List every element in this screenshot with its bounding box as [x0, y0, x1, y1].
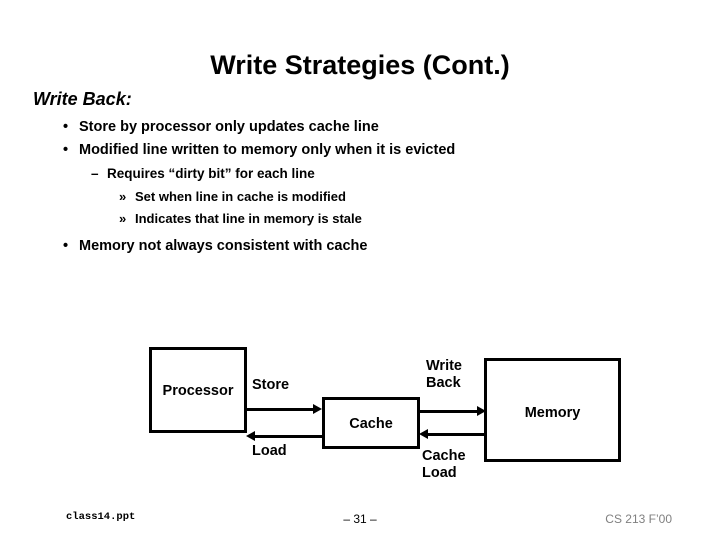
- bullet-marker-icon: •: [63, 142, 69, 158]
- dash-marker-icon: –: [91, 166, 99, 181]
- page-title: Write Strategies (Cont.): [210, 50, 510, 80]
- list-item: • Store by processor only updates cache …: [33, 118, 673, 137]
- load-arrow-head-icon: [246, 431, 255, 441]
- bullet-marker-icon: •: [63, 119, 69, 135]
- cache-load-arrow-head-icon: [419, 429, 428, 439]
- footer-page-number: – 31 –: [343, 512, 377, 526]
- write-back-arrow-head-icon: [477, 406, 486, 416]
- bullet-marker-icon: •: [63, 238, 69, 254]
- list-item: • Modified line written to memory only w…: [33, 141, 673, 160]
- list-item-label: Indicates that line in memory is stale: [135, 211, 362, 226]
- cache-box: Cache: [322, 397, 420, 449]
- load-arrow-line: [255, 435, 322, 438]
- list-item: – Requires “dirty bit” for each line: [33, 164, 673, 183]
- cache-diagram: Processor Cache Memory Store Load Write …: [0, 330, 720, 510]
- guillemet-marker-icon: »: [119, 211, 127, 226]
- write-back-arrow-line: [420, 410, 478, 413]
- bullet-list: • Store by processor only updates cache …: [33, 118, 673, 260]
- cache-load-label-line1: Cache: [422, 448, 466, 464]
- cache-load-arrow-line: [428, 433, 486, 436]
- footer-file-name: class14.ppt: [66, 511, 136, 523]
- list-item-label: Modified line written to memory only whe…: [79, 142, 456, 158]
- store-arrow-line: [247, 408, 314, 411]
- list-item: » Set when line in cache is modified: [33, 187, 673, 206]
- list-item: • Memory not always consistent with cach…: [33, 237, 673, 256]
- processor-label: Processor: [162, 383, 234, 399]
- list-item-label: Requires “dirty bit” for each line: [107, 166, 315, 181]
- list-item-label: Memory not always consistent with cache: [79, 238, 368, 254]
- store-arrow-head-icon: [313, 404, 322, 414]
- memory-label: Memory: [524, 405, 581, 421]
- store-label: Store: [252, 377, 290, 393]
- processor-box: Processor: [149, 347, 247, 433]
- write-back-label-line2: Back: [426, 375, 461, 391]
- list-item: » Indicates that line in memory is stale: [33, 209, 673, 228]
- list-item-label: Set when line in cache is modified: [135, 189, 346, 204]
- load-label: Load: [252, 443, 287, 459]
- write-back-label: Write Back: [426, 358, 462, 392]
- guillemet-marker-icon: »: [119, 189, 127, 204]
- cache-label: Cache: [349, 416, 393, 432]
- list-item-label: Store by processor only updates cache li…: [79, 119, 379, 135]
- cache-load-label: Cache Load: [422, 448, 466, 482]
- cache-load-label-line2: Load: [422, 465, 457, 481]
- footer-course-label: CS 213 F’00: [605, 512, 672, 526]
- memory-box: Memory: [484, 358, 621, 462]
- section-subtitle: Write Back:: [33, 89, 132, 109]
- write-back-label-line1: Write: [426, 358, 462, 374]
